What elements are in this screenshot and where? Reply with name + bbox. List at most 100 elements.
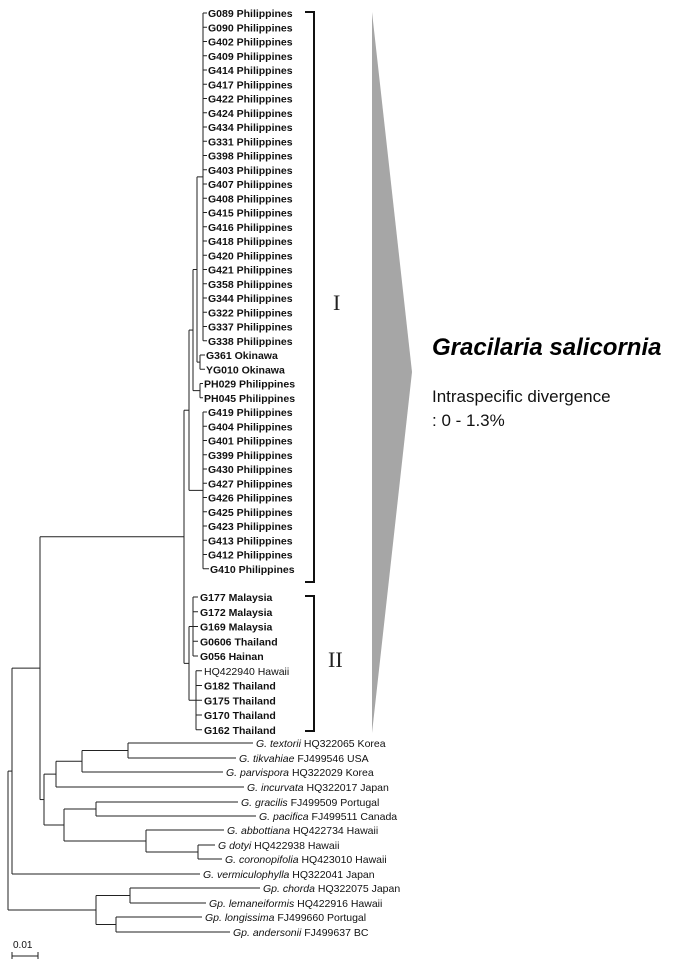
taxon-label: G358 Philippines [208, 279, 293, 291]
accession-label: HQ322041 Japan [289, 869, 374, 881]
taxon-label: G418 Philippines [208, 236, 293, 248]
species-name-italic: G dotyi [218, 840, 252, 852]
outgroup-taxon-label: Gp. chorda HQ322075 Japan [263, 883, 400, 895]
taxon-label: G415 Philippines [208, 208, 293, 220]
taxon-label: G175 Thailand [204, 695, 276, 707]
species-name-italic: G. pacifica [259, 811, 309, 823]
outgroup-taxon-label: Gp. longissima FJ499660 Portugal [205, 912, 366, 924]
clade-wedge [372, 12, 412, 733]
taxon-label: G422 Philippines [208, 94, 293, 106]
accession-label: HQ423010 Hawaii [299, 854, 387, 866]
accession-label: HQ322017 Japan [304, 782, 389, 794]
outgroup-taxon-label: Gp. andersonii FJ499637 BC [233, 927, 369, 939]
taxon-label: G427 Philippines [208, 478, 293, 490]
taxon-label: G162 Thailand [204, 725, 276, 737]
clade-II-label: II [328, 647, 343, 672]
clade-I-bracket [305, 11, 315, 583]
taxon-label: G420 Philippines [208, 250, 293, 262]
taxon-label: G177 Malaysia [200, 592, 273, 604]
taxon-label: G423 Philippines [208, 521, 293, 533]
taxon-label: G413 Philippines [208, 535, 293, 547]
species-name: Gracilaria salicornia [432, 334, 661, 361]
species-name-italic: Gp. longissima [205, 912, 275, 924]
outgroup-taxon-label: G. parvispora HQ322029 Korea [226, 767, 374, 779]
accession-label: HQ322029 Korea [289, 767, 374, 779]
taxon-label: G338 Philippines [208, 336, 293, 348]
accession-label: HQ322065 Korea [301, 738, 386, 750]
taxon-label: HQ422940 Hawaii [204, 666, 289, 678]
taxon-label: G401 Philippines [208, 436, 293, 448]
taxon-label: G344 Philippines [208, 293, 293, 305]
outgroup-taxon-label: G. coronopifolia HQ423010 Hawaii [225, 854, 387, 866]
taxon-label: G399 Philippines [208, 450, 293, 462]
taxon-label: G410 Philippines [210, 564, 295, 576]
clade-II-bracket [305, 595, 315, 732]
outgroup-taxon-label: G. vermiculophylla HQ322041 Japan [203, 869, 375, 881]
accession-label: FJ499511 Canada [309, 811, 398, 823]
outgroup-taxon-label: G. incurvata HQ322017 Japan [247, 782, 389, 794]
outgroup-taxon-label: G. textorii HQ322065 Korea [256, 738, 386, 750]
taxon-label: G419 Philippines [208, 407, 293, 419]
taxon-label: G182 Thailand [204, 681, 276, 693]
taxon-label: G426 Philippines [208, 493, 293, 505]
outgroup-taxon-label: G dotyi HQ422938 Hawaii [218, 840, 339, 852]
outgroup-taxon-label: G. gracilis FJ499509 Portugal [241, 797, 379, 809]
divergence-range: : 0 - 1.3% [432, 411, 505, 430]
outgroup-taxon-label: G. tikvahiae FJ499546 USA [239, 753, 369, 765]
taxon-label: PH029 Philippines [204, 379, 295, 391]
taxon-label: G331 Philippines [208, 136, 293, 148]
accession-label: HQ422938 Hawaii [251, 840, 339, 852]
taxon-label: G430 Philippines [208, 464, 293, 476]
taxon-label: G407 Philippines [208, 179, 293, 191]
taxon-label: G322 Philippines [208, 307, 293, 319]
taxon-label: G361 Okinawa [206, 350, 278, 362]
accession-label: HQ322075 Japan [315, 883, 400, 895]
taxon-label: G414 Philippines [208, 65, 293, 77]
taxon-label: G169 Malaysia [200, 622, 273, 634]
taxon-label: PH045 Philippines [204, 393, 295, 405]
taxon-label: G056 Hainan [200, 651, 264, 663]
taxon-label: G402 Philippines [208, 37, 293, 49]
scale-bar-label: 0.01 [13, 940, 33, 951]
taxon-label: G170 Thailand [204, 710, 276, 722]
accession-label: FJ499660 Portugal [274, 912, 366, 924]
taxon-label: G416 Philippines [208, 222, 293, 234]
taxon-label: G424 Philippines [208, 108, 293, 120]
species-name-italic: Gp. lemaneiformis [209, 898, 295, 910]
taxon-label: G0606 Thailand [200, 636, 278, 648]
outgroup-taxon-label: G. pacifica FJ499511 Canada [259, 811, 397, 823]
species-name-italic: G. incurvata [247, 782, 304, 794]
species-name-italic: Gp. andersonii [233, 927, 302, 939]
accession-label: HQ422916 Hawaii [294, 898, 382, 910]
outgroup-taxon-label: Gp. lemaneiformis HQ422916 Hawaii [209, 898, 382, 910]
taxon-label: G408 Philippines [208, 193, 293, 205]
species-name-italic: G. parvispora [226, 767, 289, 779]
taxon-label: G417 Philippines [208, 79, 293, 91]
species-name-italic: G. textorii [256, 738, 302, 750]
taxon-label: G089 Philippines [208, 8, 293, 20]
tree-branches [7, 12, 260, 933]
taxon-label: G412 Philippines [208, 550, 293, 562]
accession-label: FJ499637 BC [301, 927, 369, 939]
taxon-label: G421 Philippines [208, 265, 293, 277]
species-name-italic: G. abbottiana [227, 825, 290, 837]
taxon-label: YG010 Okinawa [206, 364, 285, 376]
species-name-italic: G. tikvahiae [239, 753, 295, 765]
taxon-label: G403 Philippines [208, 165, 293, 177]
taxon-label: G172 Malaysia [200, 607, 273, 619]
taxon-label: G404 Philippines [208, 421, 293, 433]
taxon-label: G409 Philippines [208, 51, 293, 63]
taxon-label: G434 Philippines [208, 122, 293, 134]
taxon-label: G398 Philippines [208, 151, 293, 163]
accession-label: FJ499509 Portugal [288, 797, 380, 809]
species-name-italic: G. coronopifolia [225, 854, 299, 866]
taxon-label: G090 Philippines [208, 22, 293, 34]
species-name-italic: G. vermiculophylla [203, 869, 290, 881]
accession-label: FJ499546 USA [294, 753, 368, 765]
species-name-italic: Gp. chorda [263, 883, 315, 895]
species-name-italic: G. gracilis [241, 797, 288, 809]
clade-I-label: I [333, 290, 340, 315]
outgroup-taxon-label: G. abbottiana HQ422734 Hawaii [227, 825, 378, 837]
